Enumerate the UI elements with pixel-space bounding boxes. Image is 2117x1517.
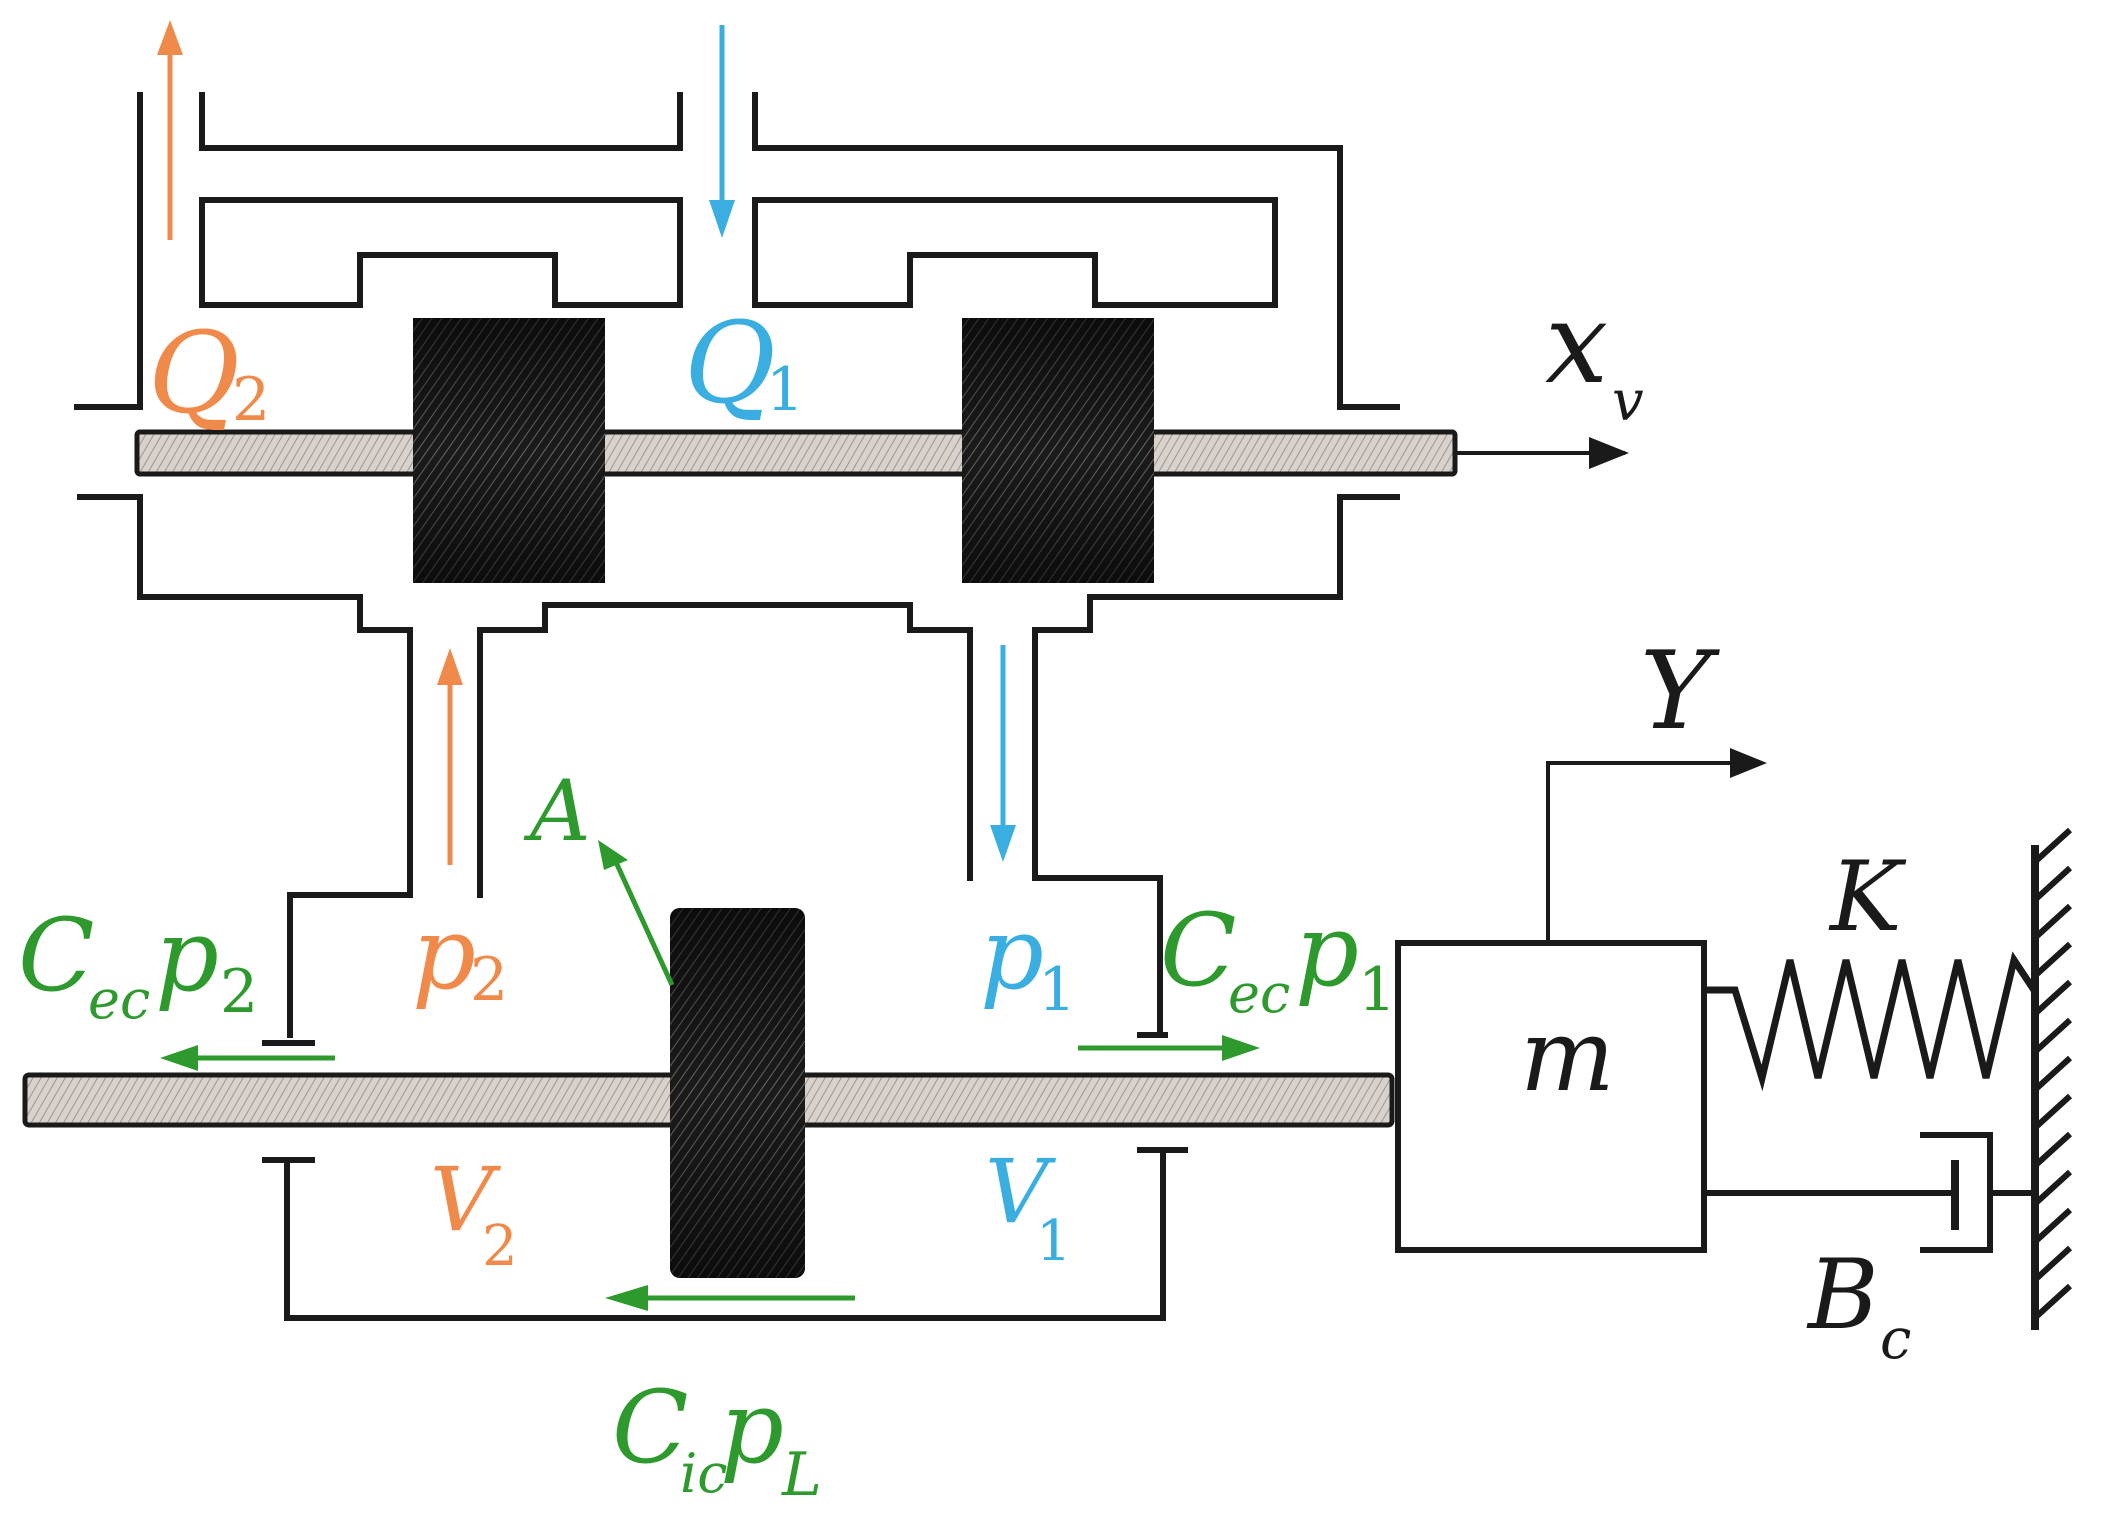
bc-sub: c bbox=[1880, 1307, 1911, 1372]
v2-sub: 2 bbox=[482, 1214, 518, 1279]
wall-hatch-line bbox=[2034, 1093, 2073, 1129]
cicpl-p: p bbox=[720, 1369, 784, 1486]
q2-flow-arrow bbox=[157, 20, 183, 240]
external-leakage-arrow-right bbox=[1078, 1035, 1260, 1061]
p2-main: p bbox=[412, 895, 476, 1012]
wall-hatch-line bbox=[2034, 1017, 2073, 1053]
cecp2-p: p bbox=[155, 897, 219, 1014]
q2-main: Q bbox=[148, 309, 240, 439]
cylinder-right-port bbox=[1032, 875, 1163, 1038]
mass-block bbox=[1395, 940, 1707, 1253]
y-arrowhead bbox=[1730, 748, 1767, 778]
label-q2: Q 2 bbox=[148, 309, 270, 439]
wall-hatch-line bbox=[2034, 903, 2073, 939]
q2-sub: 2 bbox=[232, 365, 270, 435]
cecp1-psub: 1 bbox=[1358, 955, 1396, 1025]
valve-return-channel-lower bbox=[199, 197, 683, 308]
external-leakage-arrow-left bbox=[160, 1045, 335, 1071]
q1-flow-arrow bbox=[709, 25, 735, 238]
wall-hatch-line bbox=[2034, 827, 2073, 863]
label-v2: V 2 bbox=[430, 1148, 518, 1279]
label-xv: x v bbox=[1545, 279, 1644, 434]
cecp2-csub: ec bbox=[88, 968, 150, 1031]
servo-valve bbox=[74, 92, 1629, 1038]
label-cic-pl: C ic p L bbox=[612, 1369, 822, 1510]
cecp1-c: C bbox=[1160, 892, 1237, 1009]
area-a-arrow bbox=[598, 840, 675, 987]
cylinder-bottom-wall bbox=[262, 1147, 1188, 1321]
wall-hatch-line bbox=[2034, 1169, 2073, 1205]
label-v1: V 1 bbox=[985, 1140, 1072, 1274]
label-k: K bbox=[1828, 841, 1907, 953]
cecp2-c: C bbox=[18, 897, 95, 1014]
q1-main: Q bbox=[684, 299, 776, 429]
v1-sub: 1 bbox=[1036, 1209, 1072, 1274]
wall-hatch-line bbox=[2034, 941, 2073, 977]
label-p1: p 1 bbox=[980, 895, 1076, 1025]
fixed-wall bbox=[2031, 827, 2073, 1330]
p1-flow-arrow bbox=[990, 645, 1016, 862]
valve-supply-pipe-right bbox=[752, 92, 1400, 410]
damper-bc bbox=[1704, 1132, 2032, 1253]
spring-k bbox=[1704, 951, 2037, 1092]
valve-housing-lower-right bbox=[1032, 494, 1400, 881]
q1-sub: 1 bbox=[766, 355, 804, 425]
bc-main: B bbox=[1806, 1239, 1879, 1351]
wall-hatch-line bbox=[2034, 1055, 2073, 1091]
valve-supply-channel-inner bbox=[752, 197, 1278, 308]
p1-main: p bbox=[980, 895, 1044, 1012]
load-system bbox=[1395, 748, 2073, 1330]
valve-return-pipe-left-wall bbox=[74, 92, 143, 410]
cecp2-psub: 2 bbox=[220, 957, 258, 1027]
wall-hatch-line bbox=[2034, 1245, 2073, 1281]
wall-hatch-line bbox=[2034, 1283, 2073, 1319]
wall-hatch-line bbox=[2034, 865, 2073, 901]
xv-main: x bbox=[1545, 279, 1608, 409]
label-a: A bbox=[523, 762, 591, 860]
label-m: m bbox=[1520, 997, 1615, 1114]
wall-hatch-line bbox=[2034, 1131, 2073, 1167]
cicpl-c: C bbox=[612, 1369, 689, 1486]
p2-sub: 2 bbox=[470, 945, 508, 1015]
wall-hatch-line bbox=[2034, 979, 2073, 1015]
cecp1-p: p bbox=[1295, 892, 1359, 1009]
label-q1: Q 1 bbox=[684, 299, 804, 429]
valve-housing-lower-left bbox=[77, 494, 413, 1038]
label-cec-p1: C ec p 1 bbox=[1160, 892, 1396, 1025]
valve-housing-lower-middle bbox=[477, 602, 973, 898]
cicpl-psub: L bbox=[781, 1440, 822, 1510]
p2-flow-arrow bbox=[437, 648, 463, 865]
label-cec-p2: C ec p 2 bbox=[18, 897, 258, 1031]
label-p2: p 2 bbox=[412, 895, 508, 1015]
hydraulic-cylinder bbox=[22, 840, 1395, 1321]
cicpl-csub: ic bbox=[680, 1442, 728, 1505]
label-bc: B c bbox=[1806, 1239, 1911, 1372]
v1-main: V bbox=[985, 1140, 1057, 1243]
internal-leakage-arrow bbox=[605, 1285, 855, 1311]
v2-main: V bbox=[430, 1148, 502, 1251]
p1-sub: 1 bbox=[1038, 955, 1076, 1025]
valve-return-channel bbox=[199, 92, 683, 151]
label-y: Y bbox=[1640, 629, 1720, 754]
wall-hatch-line bbox=[2034, 1207, 2073, 1243]
y-output-line bbox=[1546, 761, 1735, 943]
xv-sub: v bbox=[1612, 369, 1644, 434]
valve-spool-rod bbox=[134, 429, 1458, 477]
cecp1-csub: ec bbox=[1228, 962, 1290, 1025]
